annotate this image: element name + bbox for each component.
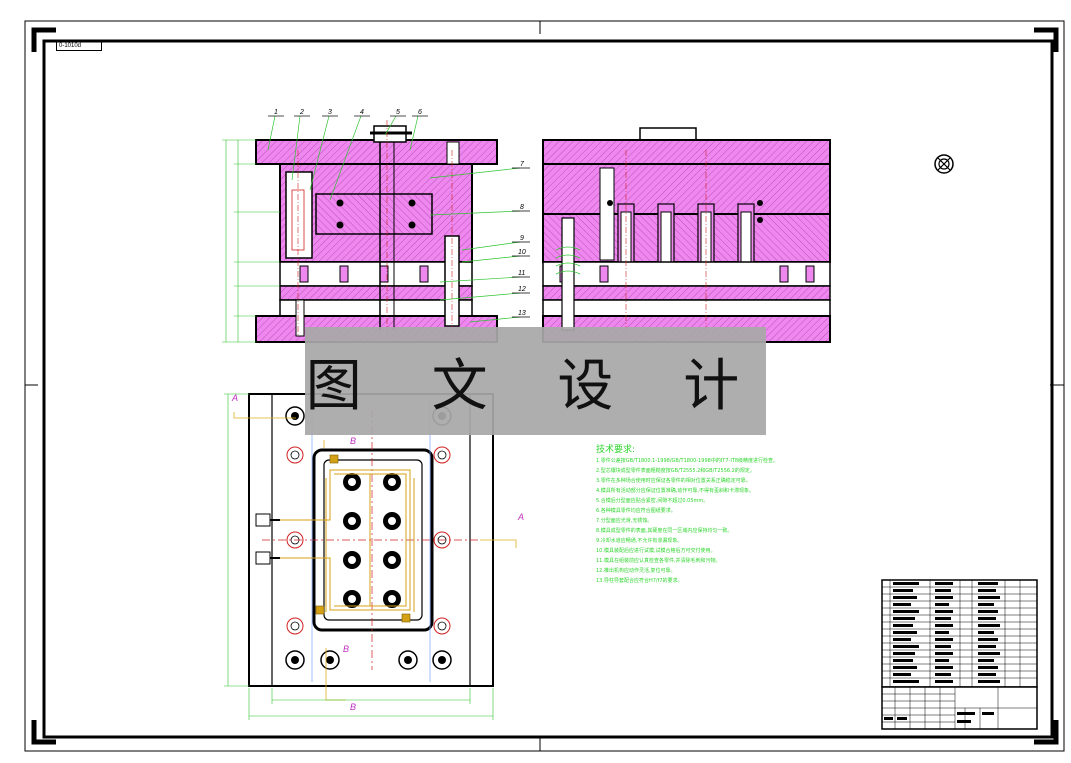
watermark-banner: 图 文 设 计	[305, 327, 766, 435]
section-label-a-right: A	[517, 512, 524, 522]
side-section-view	[542, 127, 831, 343]
section-label-b-top: B	[350, 436, 356, 446]
part-number-4: 4	[360, 109, 364, 116]
leader-lines	[267, 115, 521, 323]
part-number-2: 2	[299, 109, 304, 116]
title-block	[881, 686, 1038, 730]
watermark-text: 图 文 设 计	[305, 353, 766, 419]
tech-item-9: 9.冷却水道应畅通,不允许有渗漏现象。	[596, 537, 682, 544]
tech-item-12: 12.推出机构应动作灵活,复位可靠。	[596, 567, 676, 574]
technical-requirements: 技术要求: 1.零件公差按GB/T1800.1-1998/GB/T1800-19…	[596, 443, 778, 584]
parts-list-table	[881, 579, 1038, 688]
part-number-labels: 1 2 3 4 5 6 7 8 9 10 11 12 13	[274, 109, 526, 317]
tech-item-6: 6.各种模具零件均应符合图纸要求。	[596, 507, 676, 514]
vertical-dimensions	[222, 139, 280, 343]
inner-frame	[42, 39, 1054, 739]
part-number-8: 8	[520, 204, 524, 211]
tech-item-10: 10.模具装配后应进行试模,试模合格后方可交付使用。	[596, 547, 716, 554]
tech-item-3: 3.零件在多种场合使用时应保证各零件的相对位置关系正确稳定可靠。	[596, 477, 751, 484]
part-number-10: 10	[518, 249, 526, 256]
tech-item-7: 7.分型面应光滑,无锈蚀。	[596, 517, 652, 524]
projection-symbol	[934, 154, 954, 174]
drawing-number-box: 0-1010d	[56, 41, 102, 51]
section-label-b-bottom: B	[350, 702, 356, 712]
section-label-a-left: A	[231, 393, 238, 403]
tech-item-13: 13.导柱导套配合应符合H7/f7的要求。	[596, 577, 683, 584]
part-number-5: 5	[396, 109, 400, 116]
tech-item-5: 5.合模后分型面应贴合紧密,间隙不超过0.05mm。	[596, 497, 708, 504]
part-number-9: 9	[520, 235, 524, 242]
cooling-channels	[280, 469, 415, 612]
section-label-b-mid: B	[343, 644, 349, 654]
outer-border	[24, 20, 1065, 752]
section-letters: A A B B B	[231, 393, 524, 712]
tech-item-11: 11.模具在组装前应认真检查各零件,并清除毛刺和污物。	[596, 557, 721, 564]
part-number-6: 6	[418, 109, 422, 116]
front-section-view	[255, 120, 498, 343]
tech-item-2: 2.型芯镶块成型零件表面粗糙度按GB/T2555.2和GB/T2556.2的规定…	[596, 467, 755, 474]
corner-brackets	[31, 27, 1059, 745]
tech-title: 技术要求:	[596, 443, 635, 455]
part-number-1: 1	[274, 109, 278, 116]
tech-item-1: 1.零件公差按GB/T1800.1-1998/GB/T1800-1998中的IT…	[596, 457, 778, 464]
number-underlines	[268, 115, 530, 318]
horizontal-dimensions	[224, 393, 494, 720]
part-number-7: 7	[520, 161, 525, 168]
tech-item-4: 4.模具所有活动部分应保证位置准确,动作可靠,不得有歪斜和卡滞现象。	[596, 487, 754, 494]
part-number-13: 13	[518, 310, 526, 317]
cooling-plugs	[315, 454, 411, 623]
part-number-3: 3	[328, 109, 332, 116]
part-number-11: 11	[518, 270, 525, 277]
plan-view	[248, 393, 494, 687]
tech-item-8: 8.模具成型零件的表面,其硬度在同一区域内应保持均匀一致。	[596, 527, 732, 534]
part-number-12: 12	[518, 286, 526, 293]
